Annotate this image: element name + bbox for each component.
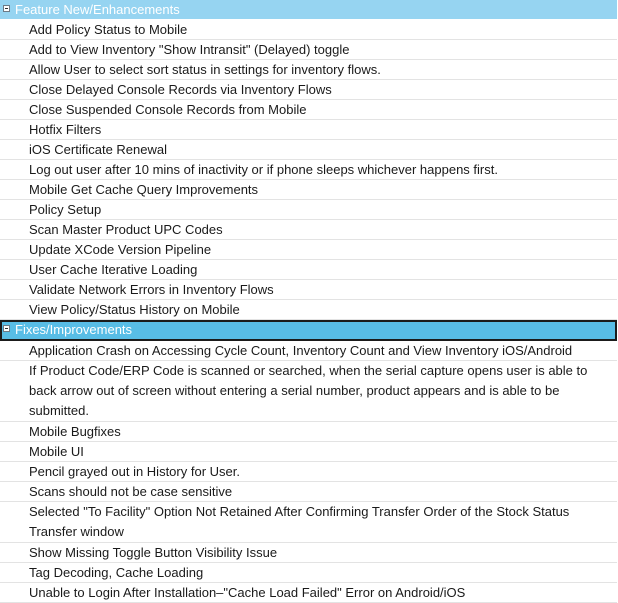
list-item[interactable]: iOS Certificate Renewal	[0, 140, 617, 160]
item-text: User Cache Iterative Loading	[29, 262, 198, 277]
item-text: Tag Decoding, Cache Loading	[29, 564, 204, 580]
item-text: Add to View Inventory "Show Intransit" (…	[29, 42, 350, 57]
list-item[interactable]: Close Delayed Console Records via Invent…	[0, 80, 617, 100]
item-text: Policy Setup	[29, 202, 102, 217]
item-text: If Product Code/ERP Code is scanned or s…	[29, 363, 588, 418]
list-item[interactable]: Update XCode Version Pipeline	[0, 240, 617, 260]
list-item[interactable]: Application Crash on Accessing Cycle Cou…	[0, 341, 617, 361]
list-item[interactable]: User Cache Iterative Loading	[0, 260, 617, 280]
list-item[interactable]: Policy Setup	[0, 200, 617, 220]
item-text: Allow User to select sort status in sett…	[29, 62, 381, 77]
item-text: Scan Master Product UPC Codes	[29, 222, 223, 237]
group-header-feature-new-enhancements[interactable]: Feature New/Enhancements	[0, 0, 617, 20]
item-text: iOS Certificate Renewal	[29, 142, 167, 157]
list-item[interactable]: Close Suspended Console Records from Mob…	[0, 100, 617, 120]
collapse-icon[interactable]	[3, 325, 10, 332]
list-item[interactable]: Show Missing Toggle Button Visibility Is…	[0, 543, 617, 563]
item-text: Scans should not be case sensitive	[29, 483, 233, 499]
list-item[interactable]: Log out user after 10 mins of inactivity…	[0, 160, 617, 180]
item-text: Show Missing Toggle Button Visibility Is…	[29, 544, 278, 560]
list-item[interactable]: Validate Network Errors in Inventory Flo…	[0, 280, 617, 300]
item-text: Close Delayed Console Records via Invent…	[29, 82, 332, 97]
list-item[interactable]: Mobile Bugfixes	[0, 422, 617, 442]
list-item[interactable]: Mobile Get Cache Query Improvements	[0, 180, 617, 200]
item-text: Mobile Bugfixes	[29, 423, 121, 439]
list-item[interactable]: Scans should not be case sensitive	[0, 482, 617, 502]
item-text: Log out user after 10 mins of inactivity…	[29, 162, 498, 177]
item-text: Application Crash on Accessing Cycle Cou…	[29, 343, 573, 358]
list-item[interactable]: Mobile UI	[0, 442, 617, 462]
item-text: Update XCode Version Pipeline	[29, 242, 212, 257]
item-text: Selected "To Facility" Option Not Retain…	[29, 503, 570, 539]
list-item[interactable]: Add Policy Status to Mobile	[0, 20, 617, 40]
list-item[interactable]: View Policy/Status History on Mobile	[0, 300, 617, 320]
list-item[interactable]: Selected "To Facility" Option Not Retain…	[0, 502, 617, 543]
group-title: Feature New/Enhancements	[15, 2, 180, 17]
list-item[interactable]: If Product Code/ERP Code is scanned or s…	[0, 361, 617, 422]
list-item[interactable]: Pencil grayed out in History for User.	[0, 462, 617, 482]
list-item[interactable]: Hotfix Filters	[0, 120, 617, 140]
item-text: View Policy/Status History on Mobile	[29, 302, 240, 317]
list-item[interactable]: Tag Decoding, Cache Loading	[0, 563, 617, 583]
item-text: Close Suspended Console Records from Mob…	[29, 102, 307, 117]
item-text: Mobile UI	[29, 443, 84, 459]
item-text: Pencil grayed out in History for User.	[29, 463, 240, 479]
collapse-icon[interactable]	[3, 5, 10, 12]
group-title: Fixes/Improvements	[15, 322, 133, 337]
group-header-fixes-improvements[interactable]: Fixes/Improvements	[0, 320, 617, 341]
item-text: Hotfix Filters	[29, 122, 102, 137]
item-text: Add Policy Status to Mobile	[29, 22, 188, 37]
list-item[interactable]: Allow User to select sort status in sett…	[0, 60, 617, 80]
list-item[interactable]: Unable to Login After Installation–"Cach…	[0, 583, 617, 603]
item-text: Validate Network Errors in Inventory Flo…	[29, 282, 274, 297]
item-text: Unable to Login After Installation–"Cach…	[29, 584, 466, 600]
item-text: Mobile Get Cache Query Improvements	[29, 182, 259, 197]
list-item[interactable]: Scan Master Product UPC Codes	[0, 220, 617, 240]
list-item[interactable]: Add to View Inventory "Show Intransit" (…	[0, 40, 617, 60]
